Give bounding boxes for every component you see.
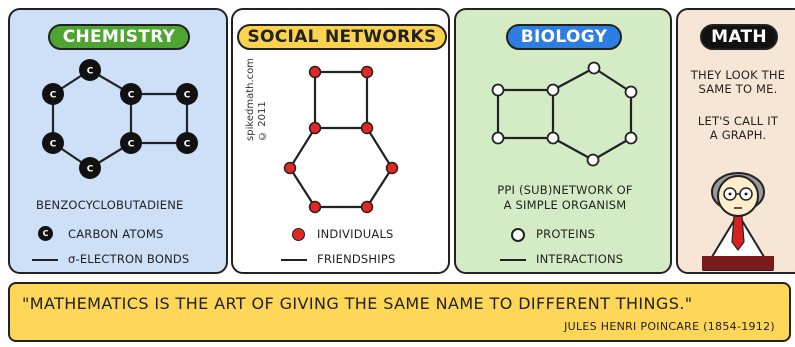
svg-text:C: C (50, 140, 57, 150)
carbon-atom-node: C (176, 83, 198, 105)
carbon-atom-node: C (120, 83, 142, 105)
protein-legend-icon (511, 228, 525, 242)
social-networks-title-badge: SOCIAL NETWORKS (237, 24, 447, 50)
individual-node (360, 200, 374, 214)
svg-text:C: C (50, 91, 57, 101)
carbon-atom-node: C (176, 132, 198, 154)
social-legend-node-label: INDIVIDUALS (317, 227, 394, 241)
credit-text: spikedmath.com © 2011 (245, 58, 269, 141)
protein-node (586, 153, 600, 167)
tie-icon (731, 215, 745, 251)
chemistry-panel: CHEMISTRY C C C C C C C C BENZOCYCLOBUTADIENE C… (8, 8, 228, 274)
individual-node (308, 200, 322, 214)
social-legend-edge-label: FRIENDSHIPS (317, 252, 396, 266)
protein-node (491, 83, 505, 97)
mathematician-figure (702, 172, 774, 271)
svg-text:C: C (87, 67, 94, 77)
biology-legend-edge-label: INTERACTIONS (536, 252, 624, 266)
individual-node (360, 65, 374, 79)
interaction-edges (496, 67, 633, 161)
friendship-edges (289, 70, 393, 209)
individual-node (385, 161, 399, 175)
carbon-atom-node: C (79, 59, 101, 81)
chemistry-legend-edge-label: σ-ELECTRON BONDS (68, 252, 190, 266)
carbon-legend-icon: C (38, 226, 53, 241)
biology-panel: BIOLOGY PPI (SUB)NETWORK OF A SIMPLE ORG… (454, 8, 672, 274)
pants-icon (702, 256, 774, 270)
svg-text:C: C (184, 140, 191, 150)
individual-node (360, 121, 374, 135)
quote-text: "MATHEMATICS IS THE ART OF GIVING THE SA… (22, 294, 693, 313)
biology-title-badge: BIOLOGY (506, 24, 622, 50)
protein-node (546, 83, 560, 97)
friendship-legend-line (281, 259, 307, 261)
math-text-line1: THEY LOOK THE (690, 68, 786, 82)
quote-author: JULES HENRI POINCARE (1854-1912) (564, 320, 775, 333)
math-text-line2: SAME TO ME. (698, 82, 778, 96)
biology-graph (491, 61, 638, 167)
svg-text:C: C (128, 91, 135, 101)
biology-caption-line2: A SIMPLE ORGANISM (503, 198, 627, 212)
individual-node (308, 65, 322, 79)
svg-text:C: C (128, 140, 135, 150)
math-text-line3: LET'S CALL IT (697, 114, 779, 128)
carbon-atom-node: C (42, 132, 64, 154)
carbon-atom-node: C (79, 157, 101, 179)
protein-node (624, 85, 638, 99)
chemistry-graph: C C C C C C C C (42, 59, 198, 179)
individual-node (283, 161, 297, 175)
interaction-legend-line (500, 259, 526, 261)
biology-caption-line1: PPI (SUB)NETWORK OF (497, 183, 633, 197)
protein-node (491, 131, 505, 145)
individual-node (308, 121, 322, 135)
bond-legend-line (32, 259, 58, 261)
carbon-atom-node: C (120, 132, 142, 154)
math-panel: MATH THEY LOOK THE SAME TO ME. LET'S CAL… (676, 8, 795, 274)
chemistry-caption: BENZOCYCLOBUTADIENE (36, 198, 184, 212)
math-text-line4: A GRAPH. (709, 128, 767, 142)
chemistry-bonds (51, 69, 189, 169)
chemistry-title-badge: CHEMISTRY (48, 24, 190, 50)
protein-node (624, 131, 638, 145)
head-icon (717, 175, 759, 217)
chemistry-legend-node-label: CARBON ATOMS (68, 227, 164, 241)
protein-node (587, 61, 601, 75)
svg-text:C: C (87, 165, 94, 175)
social-graph (283, 65, 399, 214)
biology-legend-node-label: PROTEINS (536, 227, 596, 241)
quote-bar: "MATHEMATICS IS THE ART OF GIVING THE SA… (8, 282, 791, 342)
math-title-badge: MATH (700, 24, 778, 50)
protein-node (546, 131, 560, 145)
svg-text:C: C (184, 91, 191, 101)
credit-line: spikedmath.com © 2011 (245, 58, 268, 141)
carbon-atom-node: C (42, 83, 64, 105)
social-networks-panel: SOCIAL NETWORKS spikedmath.com © 2011 IN… (231, 8, 450, 274)
individual-legend-icon (292, 228, 305, 241)
